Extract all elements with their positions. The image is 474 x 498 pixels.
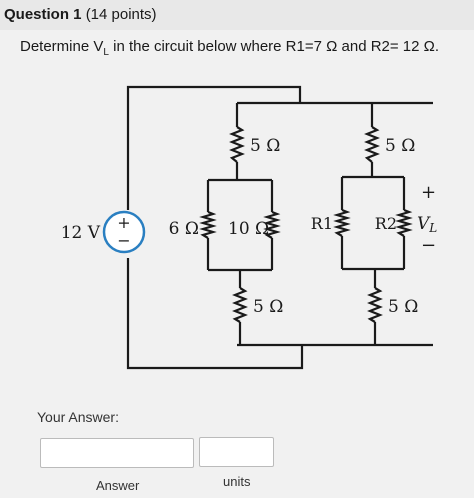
resistor-bottom-left bbox=[232, 287, 248, 323]
resistor-r2 bbox=[395, 208, 413, 237]
resistor-top-right bbox=[364, 126, 380, 163]
units-input[interactable] bbox=[199, 437, 274, 467]
resistor-bottom-right bbox=[367, 287, 383, 323]
resistor-top-left bbox=[229, 126, 245, 163]
r2-label: R2 bbox=[375, 214, 397, 233]
r-top-left-label: 5 Ω bbox=[250, 136, 280, 156]
prompt-sub: L bbox=[103, 47, 109, 58]
answer-input[interactable] bbox=[40, 438, 194, 468]
r-6-label: 6 Ω bbox=[169, 219, 199, 239]
source-label: 12 V bbox=[61, 223, 101, 243]
circuit-wires bbox=[126, 85, 433, 370]
source-plus: + bbox=[117, 213, 130, 232]
voltage-source-icon bbox=[102, 210, 146, 254]
question-prompt: Determine VL in the circuit below where … bbox=[20, 38, 439, 58]
resistor-10 bbox=[263, 210, 281, 239]
question-number: Question 1 bbox=[4, 6, 82, 23]
answer-caption: Answer bbox=[96, 478, 140, 493]
vl-sub: L bbox=[428, 221, 437, 235]
question-points: (14 points) bbox=[85, 6, 157, 23]
r-top-right-label: 5 Ω bbox=[385, 136, 415, 156]
vl-minus: − bbox=[421, 235, 436, 256]
vl-label: VL bbox=[417, 214, 437, 235]
r-bottom-right-label: 5 Ω bbox=[388, 297, 418, 317]
source-minus: − bbox=[117, 231, 130, 250]
prompt-pre: Determine V bbox=[20, 38, 104, 55]
prompt-post: in the circuit below where R1=7 Ω and R2… bbox=[108, 38, 440, 55]
r1-label: R1 bbox=[311, 214, 333, 233]
resistor-6 bbox=[199, 210, 217, 239]
units-caption: units bbox=[223, 474, 251, 489]
resistor-r1 bbox=[333, 208, 351, 237]
r-bottom-left-label: 5 Ω bbox=[253, 297, 283, 317]
vl-plus: + bbox=[421, 182, 436, 203]
your-answer-label: Your Answer: bbox=[37, 409, 119, 425]
question-header bbox=[0, 0, 474, 30]
question-title: Question 1 (14 points) bbox=[4, 6, 157, 23]
vl-letter: V bbox=[417, 214, 431, 234]
r-10-label: 10 Ω bbox=[228, 219, 269, 239]
